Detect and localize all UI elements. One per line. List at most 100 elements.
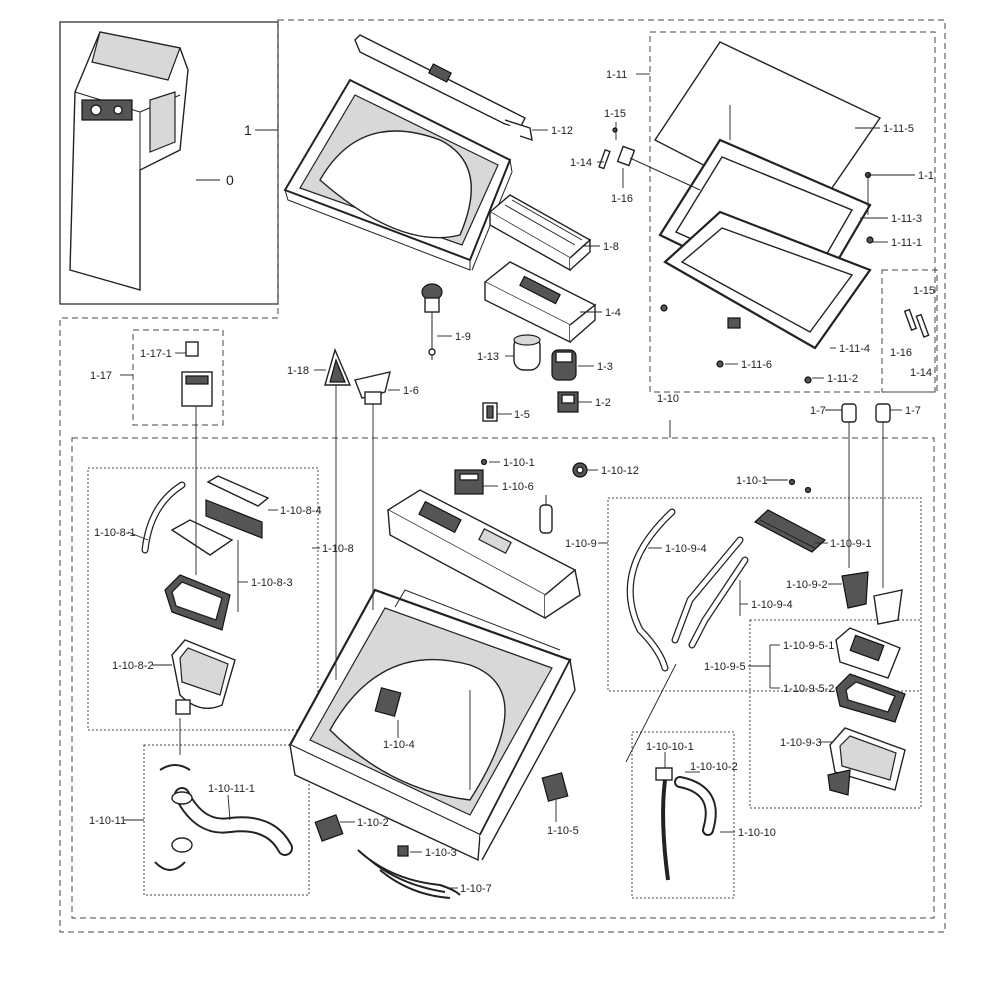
- label-1-10-5: 1-10-5: [547, 825, 579, 837]
- label-1-17-1: 1-17-1: [140, 348, 172, 360]
- control-housing-part: [386, 489, 581, 620]
- label-1-10-1-a: 1-10-1: [503, 457, 535, 469]
- inlet-hose-long-part: [626, 508, 676, 672]
- part-1-10-2: [314, 814, 344, 842]
- label-1-10-10: 1-10-10: [738, 827, 776, 839]
- part-1-3: [551, 349, 577, 381]
- label-1-10-8-3: 1-10-8-3: [251, 577, 293, 589]
- label-1-10-9-5-1: 1-10-9-5-1: [783, 640, 834, 652]
- assembly-1-boundary: [59, 19, 946, 933]
- label-1-10-10-2: 1-10-10-2: [690, 761, 738, 773]
- label-1-10-10-1: 1-10-10-1: [646, 741, 694, 753]
- leader-lines: [120, 73, 915, 889]
- lid-base-part: [663, 210, 872, 350]
- dispenser-drawer-part: [170, 519, 234, 556]
- assembly-1-10-9-upper-boundary: [607, 497, 922, 692]
- assembly-1-10-11-boundary: [143, 744, 310, 896]
- dispenser-housing-part: [171, 639, 236, 715]
- drain-hose-part: [154, 764, 293, 871]
- dispenser-cover-part: [205, 475, 270, 539]
- part-1-10-3: [397, 845, 409, 857]
- valve-tray-upper-part: [835, 627, 901, 679]
- valve-cup-right-part: [873, 589, 903, 625]
- label-1-16-a: 1-16: [611, 193, 633, 205]
- lid-hinge-parts: [598, 127, 930, 338]
- label-1-10-3: 1-10-3: [425, 847, 457, 859]
- label-0: 0: [226, 172, 234, 188]
- part-1-10-12: [572, 462, 588, 478]
- label-1-11-2: 1-11-2: [827, 373, 858, 385]
- label-1-4: 1-4: [605, 307, 621, 319]
- pcb-housing-part: [483, 261, 597, 344]
- label-1-17: 1-17: [90, 370, 112, 382]
- label-1-9: 1-9: [455, 331, 471, 343]
- inlet-hoses-short-part: [671, 536, 749, 649]
- label-1-10-11: 1-10-11: [89, 815, 126, 827]
- part-1-10-4: [374, 687, 402, 717]
- part-1-2: [557, 391, 579, 413]
- label-1-11-4: 1-11-4: [839, 343, 870, 355]
- washer-unit-drawing: [69, 31, 189, 291]
- label-1-15-b: 1-15: [913, 285, 935, 297]
- label-1-10-6: 1-10-6: [502, 481, 534, 493]
- label-1-10-11-1: 1-10-11-1: [208, 783, 255, 795]
- label-1-10-9: 1-10-9: [565, 538, 597, 550]
- part-1-13: [513, 334, 541, 371]
- label-1-7-b: 1-7: [905, 405, 921, 417]
- label-1-10-9-1: 1-10-9-1: [830, 538, 872, 550]
- label-1-10-2: 1-10-2: [357, 817, 389, 829]
- label-1-10-4: 1-10-4: [383, 739, 415, 751]
- valve-housing-part: [827, 727, 906, 796]
- label-1-10-8-2: 1-10-8-2: [112, 660, 154, 672]
- assembly-1-17-boundary: [132, 329, 224, 426]
- label-1-10-9-4-b: 1-10-9-4: [751, 599, 793, 611]
- label-1-18: 1-18: [287, 365, 309, 377]
- assembly-1-14-boundary: [881, 269, 938, 393]
- label-1-10-12: 1-10-12: [601, 465, 639, 477]
- label-1-6: 1-6: [403, 385, 419, 397]
- dispenser-body-part: [164, 574, 231, 631]
- label-1-14-b: 1-14: [910, 367, 932, 379]
- label-1-10-9-2: 1-10-9-2: [786, 579, 828, 591]
- part-1-17-assembly: [181, 341, 213, 407]
- label-1-12: 1-12: [551, 125, 573, 137]
- part-1-7-right: [875, 403, 891, 588]
- part-1-5: [482, 402, 498, 422]
- assembly-1-10-9-lower-boundary: [749, 619, 922, 809]
- valve-bracket-part: [753, 509, 827, 553]
- label-1-1: 1-1: [918, 170, 934, 182]
- label-1-11: 1-11: [606, 69, 627, 81]
- label-1-11-1: 1-11-1: [891, 237, 922, 249]
- cover-part-1-8: [488, 194, 592, 272]
- assembly-1-11-boundary: [649, 31, 936, 393]
- assembly-1-10-10-boundary: [631, 731, 735, 899]
- part-1-6: [354, 371, 391, 405]
- label-1-13: 1-13: [477, 351, 499, 363]
- assembly-1-10-8-boundary: [87, 467, 319, 731]
- label-1-10: 1-10: [657, 393, 679, 405]
- label-1-10-9-3: 1-10-9-3: [780, 737, 822, 749]
- part-1-10-6: [454, 469, 484, 495]
- label-1-2: 1-2: [595, 397, 611, 409]
- label-1-11-5: 1-11-5: [883, 123, 914, 135]
- label-1-14-a: 1-14: [570, 157, 592, 169]
- part-1-10-5: [541, 772, 569, 802]
- label-1-10-1-b: 1-10-1: [736, 475, 768, 487]
- label-1-10-9-5-2: 1-10-9-5-2: [783, 683, 834, 695]
- label-1-15-a: 1-15: [604, 108, 626, 120]
- label-1-10-8-1: 1-10-8-1: [94, 527, 136, 539]
- label-1-3: 1-3: [597, 361, 613, 373]
- part-labels: 0 1 1-12 1-8 1-4 1-9 1-13 1-3 1-5 1-2 1-…: [89, 69, 935, 895]
- label-1-10-7: 1-10-7: [460, 883, 492, 895]
- label-1-8: 1-8: [603, 241, 619, 253]
- valve-tray-lower-part: [835, 673, 906, 723]
- part-1-18: [324, 347, 352, 386]
- part-1-7-left: [841, 403, 857, 568]
- rear-bracket-part: [354, 34, 533, 142]
- label-1: 1: [244, 122, 252, 138]
- top-frame-part: [283, 78, 513, 271]
- label-1-10-9-4-a: 1-10-9-4: [665, 543, 707, 555]
- dispenser-hose-part: [141, 481, 186, 554]
